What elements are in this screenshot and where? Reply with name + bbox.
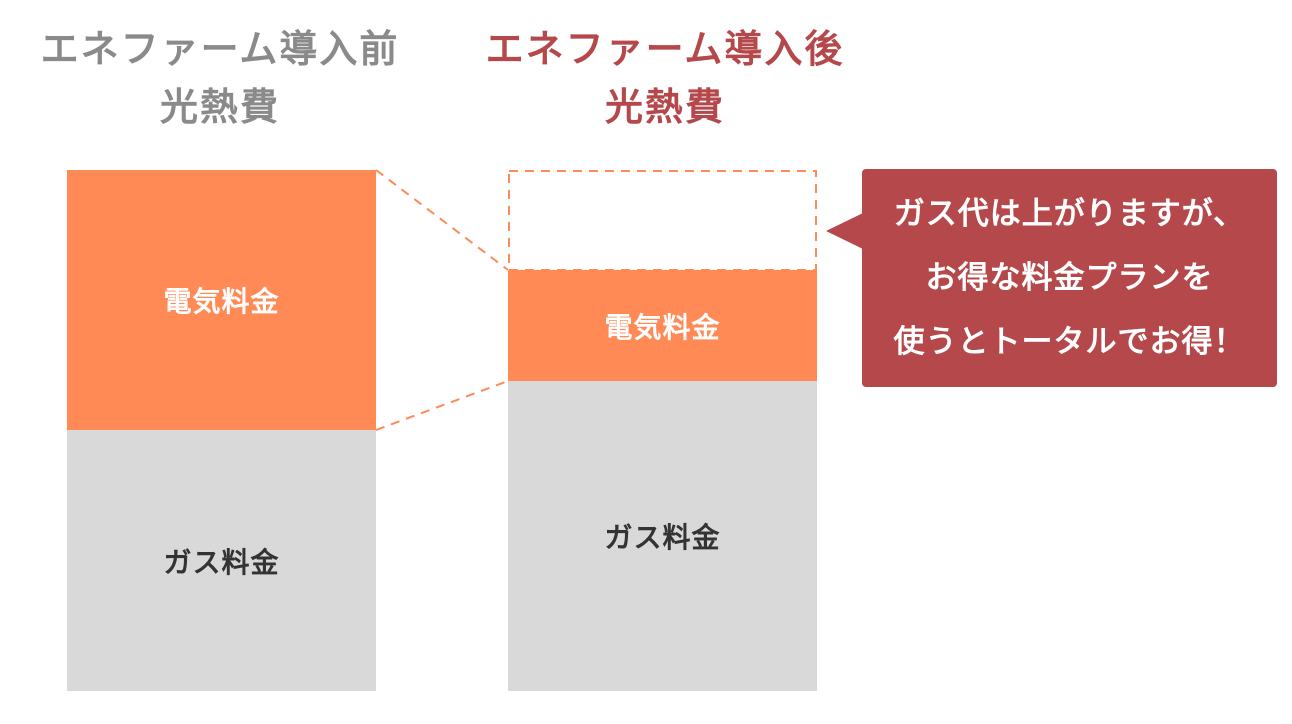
before-title-line1: エネファーム導入前	[40, 27, 400, 71]
before-electricity-block: 電気料金	[67, 170, 376, 430]
before-gas-block: ガス料金	[67, 430, 376, 691]
lower-connector-line	[375, 380, 509, 431]
after-title-line2: 光熱費	[604, 85, 725, 129]
after-gas-block: ガス料金	[508, 381, 817, 691]
before-gas-label: ガス料金	[163, 545, 280, 579]
before-title: エネファーム導入前 光熱費	[10, 20, 430, 136]
callout-line3: 使うとトータルでお得！	[893, 324, 1246, 360]
after-electricity-label: 電気料金	[604, 310, 721, 344]
before-title-line2: 光熱費	[159, 85, 280, 129]
after-title-line1: エネファーム導入後	[485, 27, 845, 71]
callout-line2: お得な料金プランを	[925, 260, 1214, 296]
after-title: エネファーム導入後 光熱費	[455, 20, 875, 136]
savings-callout: ガス代は上がりますが、 お得な料金プランを 使うとトータルでお得！	[862, 169, 1277, 387]
upper-connector-line	[375, 169, 509, 271]
after-gas-label: ガス料金	[604, 521, 721, 554]
after-electricity-block: 電気料金	[508, 270, 817, 381]
callout-pointer	[826, 213, 863, 249]
before-electricity-label: 電気料金	[163, 285, 280, 318]
reduced-electricity-outline	[508, 170, 817, 271]
callout-line1: ガス代は上がりますが、	[893, 196, 1246, 232]
